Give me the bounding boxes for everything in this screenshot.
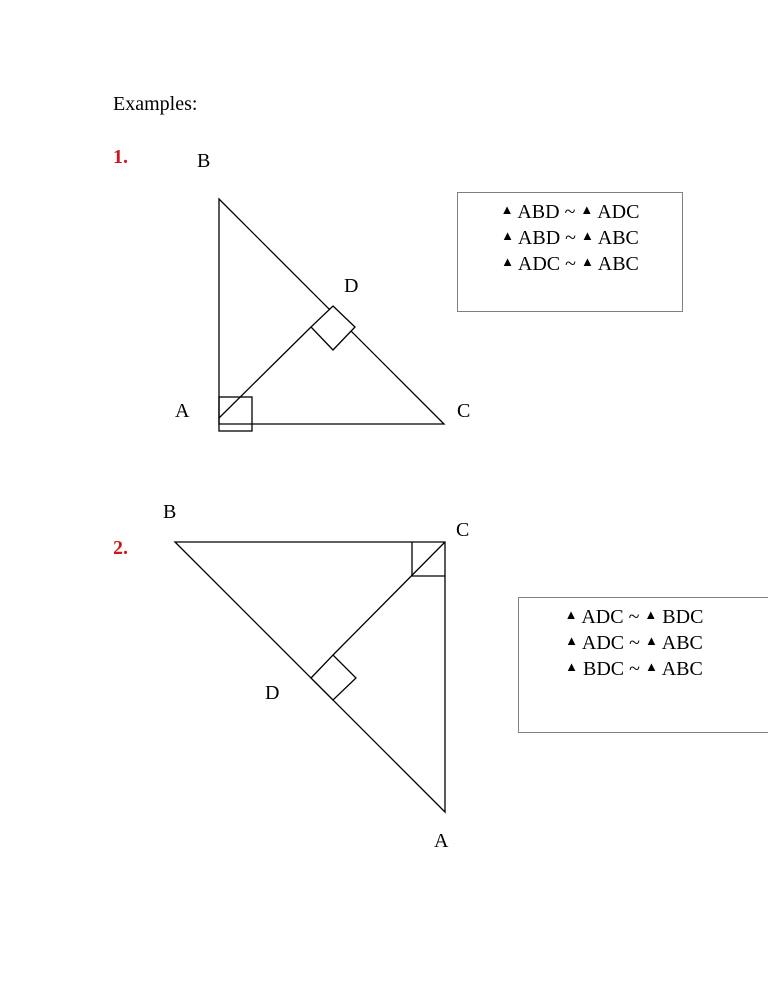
label-c-1: C [457, 400, 471, 422]
right-angle-mark-a [218, 396, 253, 432]
examples-heading: Examples: [113, 93, 198, 115]
triangle-icon: ▲ [565, 633, 578, 648]
triangle-name: BDC [583, 658, 625, 680]
triangle-icon: ▲ [580, 202, 594, 217]
triangle-name: ABC [661, 658, 703, 680]
triangle-icon: ▲ [500, 202, 514, 217]
triangle-2 [173, 541, 446, 814]
similar-sign: ~ [565, 227, 576, 249]
triangle-icon: ▲ [564, 607, 578, 622]
triangle-name: ABD [517, 227, 561, 249]
label-c-2: C [456, 519, 470, 541]
triangle-1 [218, 197, 446, 432]
right-angle-mark-d2 [310, 654, 357, 701]
triangle-1-altitude [218, 326, 312, 419]
similar-sign: ~ [629, 658, 640, 680]
similarity-row: ▲ ADC ~ ▲ ABC [458, 254, 682, 274]
similarity-row: ▲ ADC ~ ▲ ABC [499, 633, 768, 653]
label-b-2: B [163, 501, 177, 523]
similar-sign: ~ [628, 606, 640, 628]
label-d-1: D [344, 275, 359, 297]
triangle-icon: ▲ [580, 228, 594, 243]
similar-sign: ~ [564, 201, 576, 223]
triangle-2-outline [173, 541, 446, 814]
triangle-name: ADC [581, 632, 625, 654]
similar-sign: ~ [629, 632, 640, 654]
triangle-name: ADC [597, 201, 640, 223]
triangle-name: ADC [581, 606, 624, 628]
right-angle-mark-d [310, 305, 356, 351]
label-d-2: D [265, 682, 280, 704]
triangle-icon: ▲ [501, 254, 514, 269]
example-1-number: 1. [113, 146, 128, 168]
similarity-row: ▲ ADC ~ ▲ BDC [499, 607, 768, 627]
triangle-name: ABC [597, 253, 639, 275]
triangle-icon: ▲ [644, 633, 658, 648]
triangle-name: ADC [517, 253, 561, 275]
triangle-name: ABC [661, 632, 703, 654]
similarity-box-1: ▲ ABD ~ ▲ ADC ▲ ABD ~ ▲ ABC ▲ ADC ~ ▲ AB… [457, 192, 683, 312]
similarity-row: ▲ ABD ~ ▲ ABC [458, 228, 682, 248]
label-a-1: A [175, 400, 190, 422]
similarity-box-2: ▲ ADC ~ ▲ BDC ▲ ADC ~ ▲ ABC ▲ BDC ~ ▲ AB… [518, 597, 768, 733]
similarity-row: ▲ ABD ~ ▲ ADC [458, 202, 682, 222]
triangle-2-altitude [332, 541, 446, 656]
triangle-name: BDC [662, 606, 704, 628]
label-a-2: A [434, 830, 449, 852]
triangle-icon: ▲ [644, 607, 658, 622]
triangle-icon: ▲ [580, 254, 594, 269]
triangle-icon: ▲ [565, 659, 578, 674]
triangle-name: ABC [597, 227, 639, 249]
right-angle-mark-c [411, 542, 445, 577]
example-2-number: 2. [113, 537, 128, 559]
triangle-icon: ▲ [501, 228, 514, 243]
label-b-1: B [197, 150, 211, 172]
similarity-row: ▲ BDC ~ ▲ ABC [499, 659, 768, 679]
triangle-icon: ▲ [644, 659, 658, 674]
similar-sign: ~ [565, 253, 576, 275]
triangle-name: ABD [517, 201, 560, 223]
